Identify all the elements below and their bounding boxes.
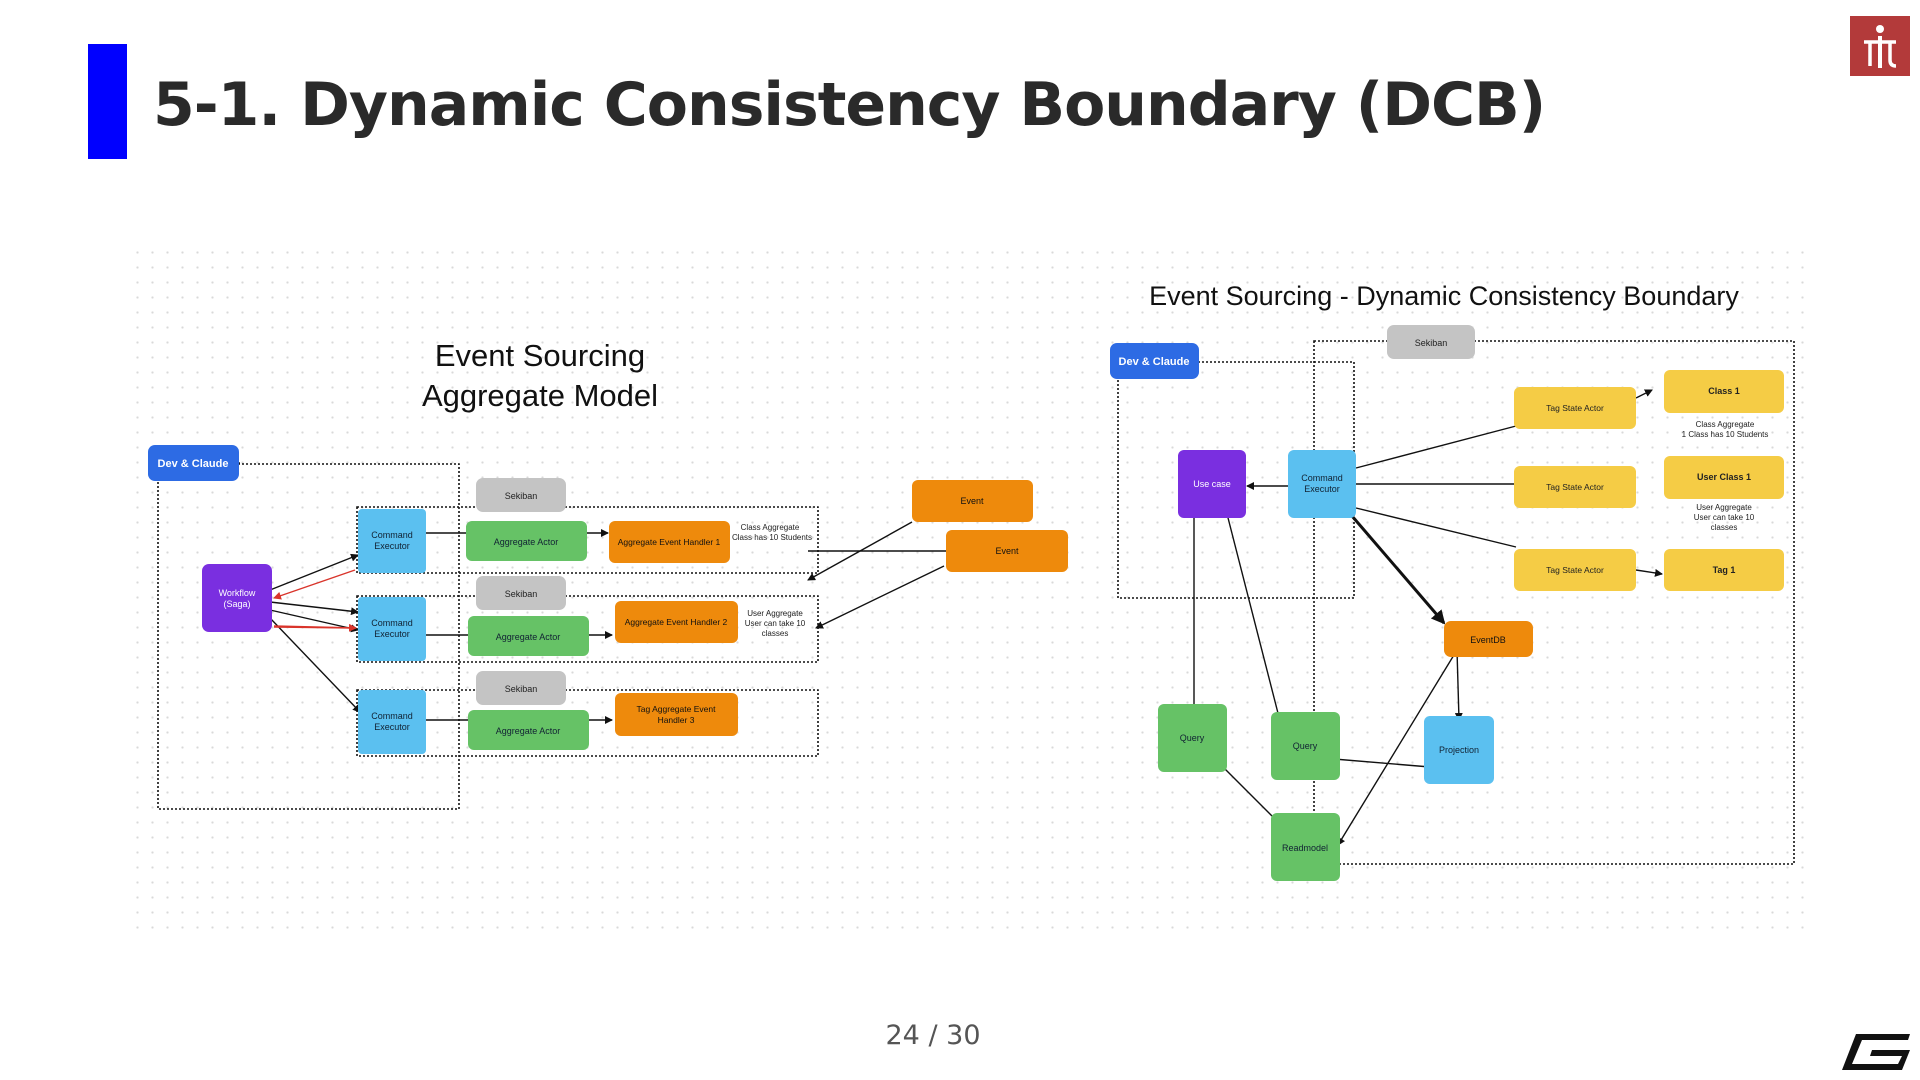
tag-aggregate-event-handler-3-line1: Tag Aggregate Event	[637, 704, 717, 714]
left-heading-line2: Aggregate Model	[422, 378, 658, 413]
workflow-label-line2: (Saga)	[223, 599, 250, 609]
left-command-executor-2-line2: Executor	[374, 629, 410, 639]
use-case-label: Use case	[1193, 479, 1231, 489]
left-dev-boundary	[157, 463, 460, 810]
class-1-note-line2: 1 Class has 10 Students	[1682, 430, 1769, 439]
left-command-executor-1-line2: Executor	[374, 541, 410, 551]
left-command-executor-3: Command Executor	[358, 690, 426, 754]
user-class-1-label: User Class 1	[1697, 472, 1751, 482]
title-accent-bar	[88, 44, 127, 159]
query-node-2: Query	[1271, 712, 1340, 780]
query-node-1: Query	[1158, 704, 1227, 772]
left-aggregate-actor-1: Aggregate Actor	[466, 521, 587, 561]
right-dev-claude-label: Dev & Claude	[1119, 356, 1190, 368]
left-sekiban-3: Sekiban	[476, 671, 566, 705]
aggregate-event-handler-1-label: Aggregate Event Handler 1	[618, 537, 721, 547]
left-aggregate-actor-3: Aggregate Actor	[468, 710, 589, 750]
aggregate-event-handler-2-label: Aggregate Event Handler 2	[625, 617, 728, 627]
left-command-executor-1-line1: Command	[371, 530, 413, 540]
slide-title: 5-1. Dynamic Consistency Boundary (DCB)	[153, 70, 1546, 140]
right-sekiban-node: Sekiban	[1387, 325, 1475, 359]
left-boundary-1	[356, 506, 819, 574]
right-command-executor-line1: Command	[1301, 473, 1343, 483]
left-command-executor-2: Command Executor	[358, 597, 426, 661]
right-sekiban-boundary	[1313, 340, 1795, 865]
class-1-node: Class 1	[1664, 370, 1784, 413]
class-1-label: Class 1	[1708, 386, 1740, 396]
left-boundary-3	[356, 689, 819, 757]
left-event-1-label: Event	[960, 496, 984, 506]
eventdb-node: EventDB	[1444, 621, 1533, 657]
left-event-2: Event	[946, 530, 1068, 572]
left-event-1: Event	[912, 480, 1033, 522]
page-indicator: 24 / 30	[0, 1020, 1866, 1051]
eventdb-label: EventDB	[1470, 635, 1506, 645]
left-sekiban-3-label: Sekiban	[505, 684, 538, 694]
left-command-executor-2-line1: Command	[371, 618, 413, 628]
tag-state-actor-1-label: Tag State Actor	[1546, 403, 1604, 413]
brand-logo	[1842, 1034, 1910, 1070]
left-sekiban-1: Sekiban	[476, 478, 566, 512]
user-note-line2: User can take 10	[1694, 513, 1755, 522]
page-separator: /	[928, 1020, 938, 1051]
tag-aggregate-event-handler-3: Tag Aggregate Event Handler 3	[615, 693, 738, 736]
left-dev-claude-label: Dev & Claude	[158, 458, 229, 470]
readmodel-label: Readmodel	[1282, 843, 1328, 853]
tag-state-actor-2: Tag State Actor	[1514, 466, 1636, 508]
user-class-1-node: User Class 1	[1664, 456, 1784, 499]
right-sekiban-label: Sekiban	[1415, 338, 1448, 348]
aggregate-event-handler-1: Aggregate Event Handler 1	[609, 521, 730, 563]
left-command-executor-3-line1: Command	[371, 711, 413, 721]
workflow-label-line1: Workflow	[219, 588, 256, 598]
workflow-saga-node: Workflow (Saga)	[202, 564, 272, 632]
use-case-node: Use case	[1178, 450, 1246, 518]
class-1-note-line1: Class Aggregate	[1696, 420, 1755, 429]
tag-1-label: Tag 1	[1713, 565, 1736, 575]
aggregate-event-handler-2: Aggregate Event Handler 2	[615, 601, 738, 643]
right-command-executor: Command Executor	[1288, 450, 1356, 518]
left-event-2-label: Event	[995, 546, 1019, 556]
left-aggregate-actor-3-label: Aggregate Actor	[496, 726, 561, 736]
left-note-2-line3: classes	[762, 629, 789, 638]
left-sekiban-1-label: Sekiban	[505, 491, 538, 501]
query-node-1-label: Query	[1180, 733, 1205, 743]
tag-state-actor-3-label: Tag State Actor	[1546, 565, 1604, 575]
left-heading-line1: Event Sourcing	[435, 338, 645, 373]
page-current: 24	[885, 1020, 920, 1051]
left-command-executor-1: Command Executor	[358, 509, 426, 573]
tag-state-actor-3: Tag State Actor	[1514, 549, 1636, 591]
tag-state-actor-1: Tag State Actor	[1514, 387, 1636, 429]
right-command-executor-line2: Executor	[1304, 484, 1340, 494]
left-sekiban-2-label: Sekiban	[505, 589, 538, 599]
left-note-2-line1: User Aggregate	[747, 609, 803, 618]
left-aggregate-actor-2-label: Aggregate Actor	[496, 632, 561, 642]
left-command-executor-3-line2: Executor	[374, 722, 410, 732]
tag-state-actor-2-label: Tag State Actor	[1546, 482, 1604, 492]
left-aggregate-actor-1-label: Aggregate Actor	[494, 537, 559, 547]
university-logo	[1850, 16, 1910, 76]
right-heading: Event Sourcing - Dynamic Consistency Bou…	[1149, 281, 1739, 311]
tag-1-node: Tag 1	[1664, 549, 1784, 591]
left-sekiban-2: Sekiban	[476, 576, 566, 610]
right-dev-claude-node: Dev & Claude	[1110, 343, 1199, 379]
projection-label: Projection	[1439, 745, 1479, 755]
page-total: 30	[946, 1020, 981, 1051]
query-node-2-label: Query	[1293, 741, 1318, 751]
left-dev-claude-node: Dev & Claude	[148, 445, 239, 481]
left-aggregate-actor-2: Aggregate Actor	[468, 616, 589, 656]
tag-aggregate-event-handler-3-line2: Handler 3	[658, 715, 695, 725]
left-note-1-line2: Class has 10 Students	[732, 533, 812, 542]
left-note-2-line2: User can take 10	[745, 619, 806, 628]
projection-node: Projection	[1424, 716, 1494, 784]
left-note-1-line1: Class Aggregate	[741, 523, 800, 532]
user-note-line3: classes	[1711, 523, 1738, 532]
readmodel-node: Readmodel	[1271, 813, 1340, 881]
user-note-line1: User Aggregate	[1696, 503, 1752, 512]
